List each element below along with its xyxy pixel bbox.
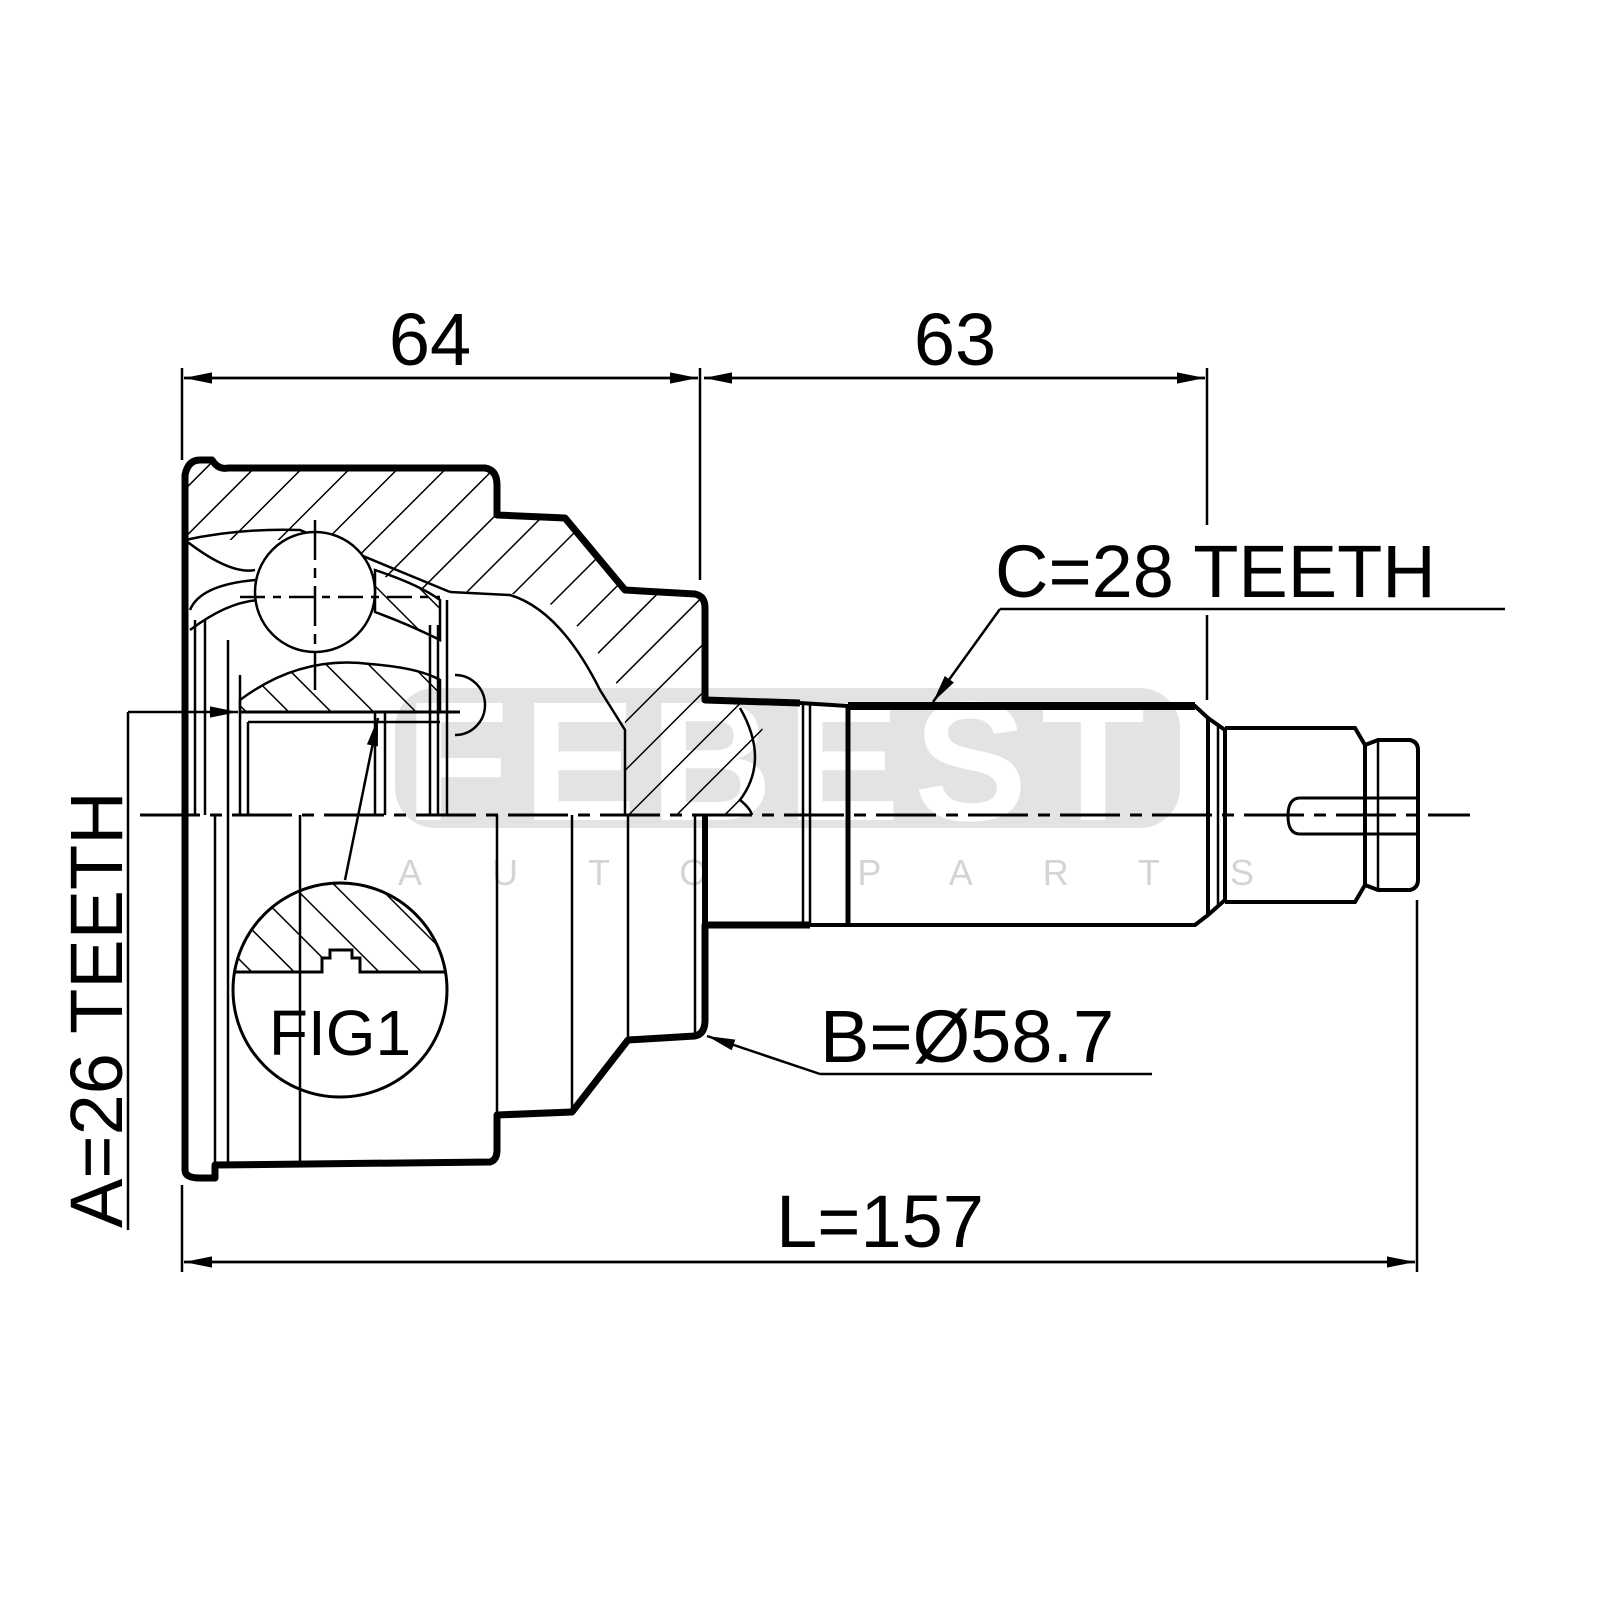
watermark-brand: FEBEST <box>405 667 1145 857</box>
outer-spline-label: C=28 TEETH <box>995 530 1436 613</box>
inner-spline-label: A=26 TEETH <box>55 791 138 1228</box>
fig1-label: FIG1 <box>269 997 411 1069</box>
circlip <box>454 673 487 737</box>
top-dimensions <box>180 368 1209 700</box>
watermark-logo: FEBEST AUTO PARTS <box>395 667 1324 893</box>
total-length-label: L=157 <box>776 1180 984 1263</box>
total-length-dimension <box>180 900 1419 1272</box>
dimension-64: 64 <box>389 298 471 381</box>
dimension-63: 63 <box>914 298 996 381</box>
housing-lower <box>181 815 810 1182</box>
watermark-tagline: AUTO PARTS <box>398 852 1324 893</box>
abs-ring-label: B=Ø58.7 <box>820 995 1114 1078</box>
fig1-detail: FIG1 <box>231 717 449 1099</box>
